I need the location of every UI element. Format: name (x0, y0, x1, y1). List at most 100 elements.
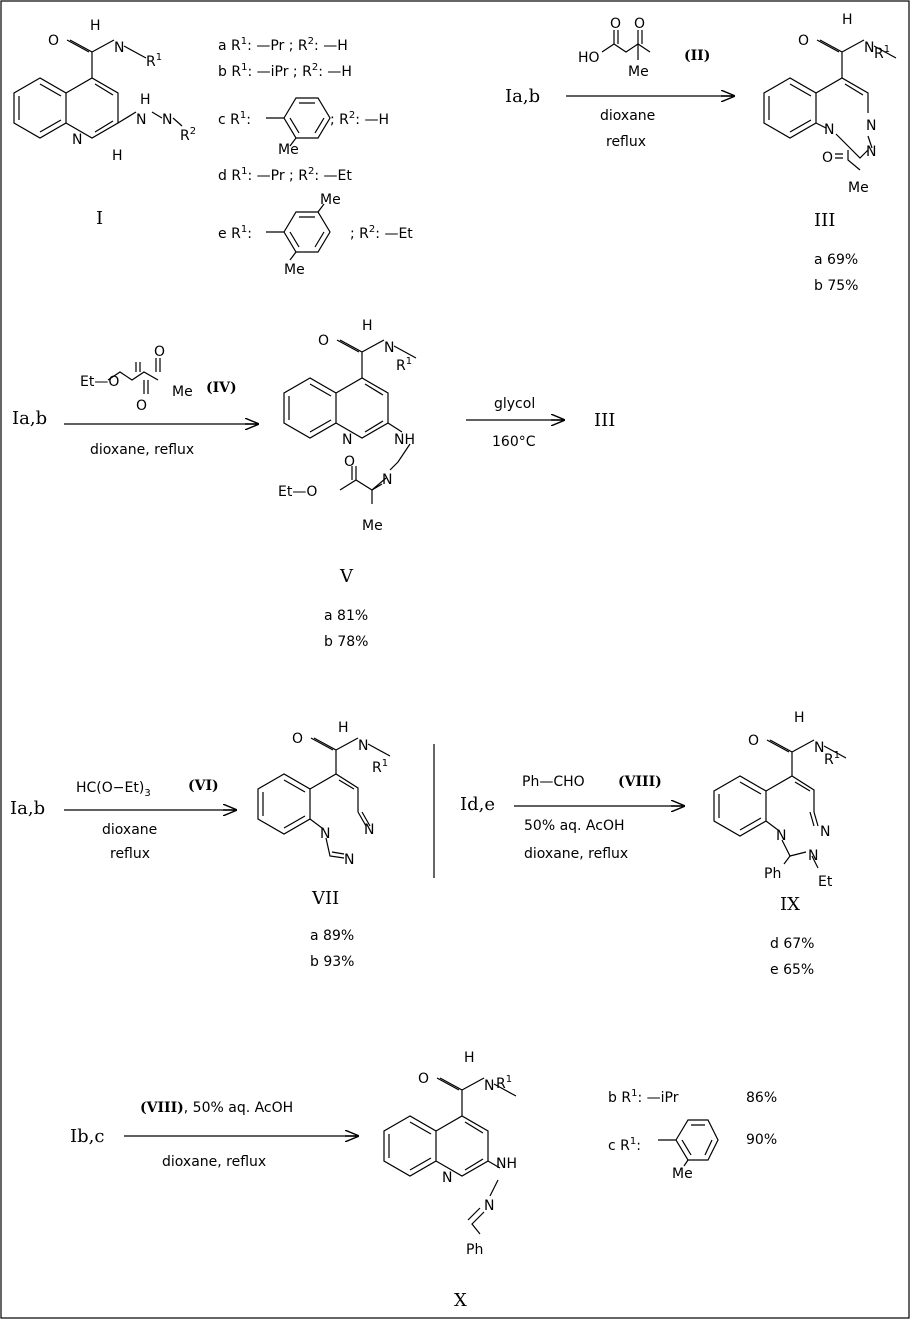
compound-IX-O: O (748, 733, 759, 749)
compound-I-N2: N (162, 112, 172, 128)
compound-III-Me: Me (848, 180, 869, 196)
compound-III-N-ring2: N (866, 144, 876, 160)
cond-5-dioxane-reflux: dioxane, reflux (524, 846, 628, 862)
compound-VII-H-amide: H (338, 720, 349, 736)
sub-e-xylyl-structure (266, 203, 331, 261)
compound-X-N-amide: N (484, 1078, 494, 1094)
compound-III-structure (763, 39, 897, 171)
pyruvic-O1: O (610, 16, 621, 32)
compound-V-N-ring: N (342, 432, 352, 448)
compound-VII-N-amide: N (358, 738, 368, 754)
reagent-IV: (IV) (206, 380, 237, 396)
reagent-benzaldehyde: Ph—CHO (522, 774, 585, 790)
compound-X-O: O (418, 1071, 429, 1087)
sub-d: d R1: —Pr ; R2: —Et (218, 166, 352, 184)
compound-IX-N2: N (808, 848, 818, 864)
compound-III-H-amide: H (842, 12, 853, 28)
yield-IX-d: d 67% (770, 936, 814, 952)
compound-III-N-bridge: N (824, 122, 834, 138)
compound-V-R1: R1 (396, 356, 412, 374)
compound-X-structure (383, 1077, 517, 1235)
compound-VII-N2: N (344, 852, 354, 868)
compound-V-structure (283, 339, 417, 504)
compound-I-N-ring: N (72, 132, 82, 148)
compound-V-NH: NH (394, 432, 415, 448)
sub-c-r2: ; R2: —H (330, 110, 389, 128)
substituent-list: a R1: —Pr ; R2: —H b R1: —iPr ; R2: —H c… (218, 36, 413, 278)
cond-2-dioxane-reflux: dioxane, reflux (90, 442, 194, 458)
compound-V-H-amide: H (362, 318, 373, 334)
yield-X-c-value: 90% (746, 1132, 777, 1148)
start-ab-2: Ia,b (12, 408, 47, 429)
compound-VII-N-bridge: N (320, 826, 330, 842)
compound-X-N-imine: N (484, 1198, 494, 1214)
start-ab-1: Ia,b (505, 86, 540, 107)
yield-V-b: b 78% (324, 634, 368, 650)
reagent-VIII-1: (VIII) (618, 774, 662, 790)
compound-III-N-ring1: N (866, 118, 876, 134)
compound-VII-N1: N (364, 822, 374, 838)
ethyl-pyruvate-structure (107, 358, 161, 394)
compound-IX-structure (713, 739, 847, 869)
compound-I-structure (13, 39, 183, 139)
pyruvic-HO: HO (578, 50, 600, 66)
sub-e: e R1: (218, 224, 252, 242)
cond-5-acoh: 50% aq. AcOH (524, 818, 625, 834)
compound-I-O: O (48, 33, 59, 49)
compound-III-label: III (814, 210, 835, 231)
compound-IX-Et: Et (818, 874, 833, 890)
sub-b: b R1: —iPr ; R2: —H (218, 62, 352, 80)
cond-1-dioxane: dioxane (600, 108, 655, 124)
compound-X-R1: R1 (496, 1074, 512, 1092)
yield-III-b: b 75% (814, 278, 858, 294)
compound-X-H-amide: H (464, 1050, 475, 1066)
compound-VII-label: VII (311, 888, 339, 909)
reagent-orthoformate: HC(O−Et)3 (76, 780, 151, 799)
compound-X-N-ring: N (442, 1170, 452, 1186)
reagent-VI: (VI) (188, 778, 219, 794)
compound-IX-label: IX (780, 894, 800, 915)
compound-V-Me: Me (362, 518, 383, 534)
compound-IX-N-bridge: N (776, 828, 786, 844)
start-de: Id,e (460, 794, 495, 815)
compound-I-label: I (96, 208, 103, 229)
sub-c-me: Me (278, 142, 299, 158)
ethyl-pyruvate-O1: O (136, 398, 147, 414)
sub-e-me-top: Me (320, 192, 341, 208)
compound-III-N-amide: N (864, 40, 874, 56)
compound-IX-H-amide: H (794, 710, 805, 726)
compound-V-label: V (339, 566, 354, 587)
yield-VII-a: a 89% (310, 928, 354, 944)
pyruvic-acid-structure (601, 30, 651, 60)
product-III-ref: III (594, 410, 615, 431)
compound-I-N1-H: H (112, 148, 123, 164)
yield-X-c-me: Me (672, 1166, 693, 1182)
cond-3-glycol: glycol (494, 396, 535, 412)
ethyl-pyruvate-EtO: Et—O (80, 374, 119, 390)
reagent-II: (II) (684, 48, 710, 64)
cond-4-reflux: reflux (110, 846, 150, 862)
compound-III-O-amide: O (798, 33, 809, 49)
compound-I-R2: R2 (180, 126, 196, 144)
compound-X-Ph: Ph (466, 1242, 483, 1258)
ethyl-pyruvate-Me: Me (172, 384, 193, 400)
compound-V-O-amide: O (318, 333, 329, 349)
yield-V-a: a 81% (324, 608, 368, 624)
pyruvic-Me: Me (628, 64, 649, 80)
cond-6-dioxane-reflux: dioxane, reflux (162, 1154, 266, 1170)
compound-I-N-amide: N (114, 40, 124, 56)
compound-IX-N1: N (820, 824, 830, 840)
start-bc: Ib,c (70, 1126, 104, 1147)
compound-VII-structure (257, 737, 391, 859)
compound-VII-R1: R1 (372, 758, 388, 776)
compound-VII-O: O (292, 731, 303, 747)
start-ab-3: Ia,b (10, 798, 45, 819)
compound-I-R1: R1 (146, 52, 162, 70)
sub-e-me-bottom: Me (284, 262, 305, 278)
compound-V-O-ester: O (344, 454, 355, 470)
yield-IX-e: e 65% (770, 962, 814, 978)
compound-IX-Ph: Ph (764, 866, 781, 882)
ethyl-pyruvate-O2: O (154, 344, 165, 360)
